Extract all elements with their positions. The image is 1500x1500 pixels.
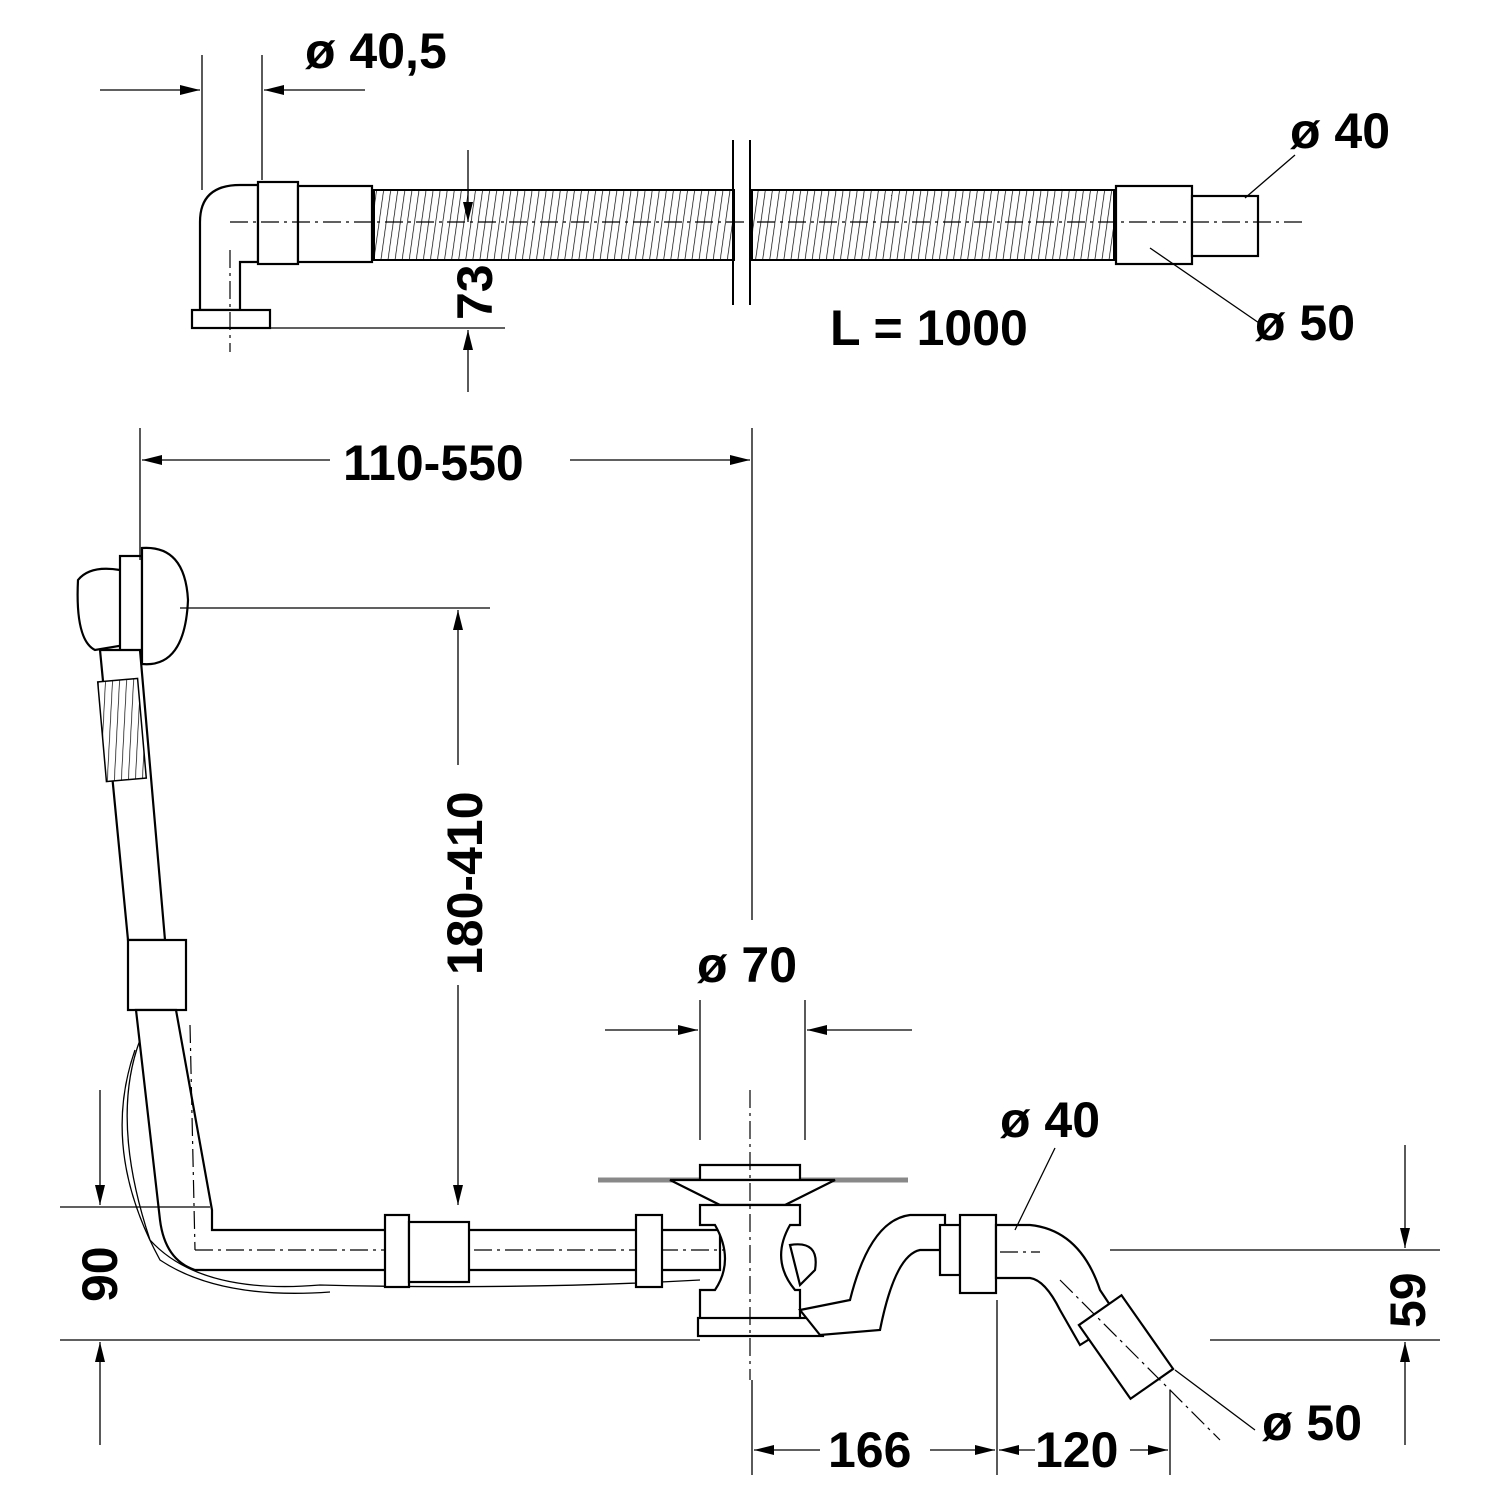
elbow-nut bbox=[190, 308, 272, 330]
dim-hose-length: L = 1000 bbox=[830, 300, 1028, 356]
corrugated-hose-right bbox=[751, 189, 1115, 261]
dim-horizontal-range: 110-550 bbox=[343, 435, 524, 491]
main-view-assembly bbox=[76, 546, 1221, 1441]
dim-distance-120: 120 bbox=[1035, 1422, 1118, 1478]
top-view-pipe bbox=[190, 140, 1305, 352]
overflow-coupling bbox=[126, 938, 188, 1012]
dim-distance-166: 166 bbox=[828, 1422, 911, 1478]
overflow-body bbox=[76, 567, 127, 652]
top-view-dimensions: ø 40,5 ø 40 ø 50 L = 1000 73 bbox=[100, 23, 1390, 392]
dim-outlet-diameter-large: ø 50 bbox=[1255, 295, 1355, 351]
dim-height-left: 90 bbox=[72, 1246, 128, 1302]
trap bbox=[798, 1213, 947, 1337]
dim-outlet-diameter-large: ø 50 bbox=[1262, 1395, 1362, 1451]
outlet-nut bbox=[958, 1213, 998, 1295]
dim-outlet-diameter-small: ø 40 bbox=[1290, 103, 1390, 159]
dim-drain-diameter: ø 70 bbox=[697, 937, 797, 993]
overflow-rosette bbox=[140, 546, 190, 666]
coupling-nut bbox=[256, 180, 300, 266]
outlet-sleeve bbox=[1077, 1293, 1175, 1401]
main-view-dimensions: 110-550 180-410 ø 70 ø 40 ø 50 90 59 166… bbox=[60, 428, 1440, 1478]
dim-height: 73 bbox=[447, 264, 503, 320]
dim-inlet-diameter: ø 40,5 bbox=[305, 23, 447, 79]
corrugated-hose-left bbox=[373, 189, 735, 261]
dim-vertical-range: 180-410 bbox=[437, 792, 493, 976]
dim-height-right: 59 bbox=[1380, 1272, 1436, 1328]
dim-outlet-diameter-small: ø 40 bbox=[1000, 1092, 1100, 1148]
